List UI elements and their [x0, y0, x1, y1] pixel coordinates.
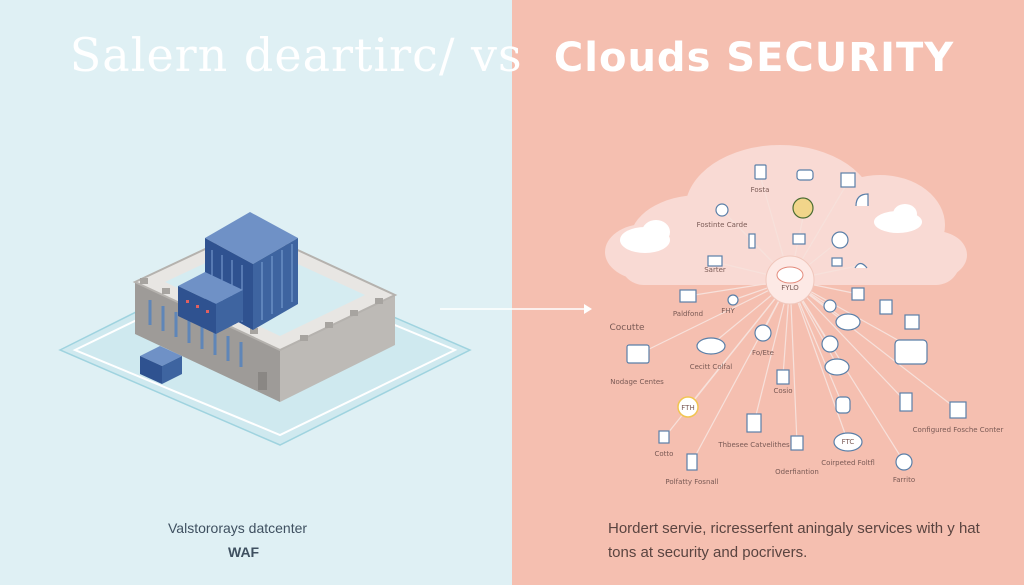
node-label: Cotto	[655, 450, 674, 458]
node-label: FHY	[721, 307, 735, 315]
datacenter-illustration	[58, 212, 472, 446]
gift-icon	[840, 172, 856, 188]
chart-icon	[904, 314, 920, 330]
mail-icon	[792, 233, 806, 245]
side-wall	[280, 295, 395, 402]
node-label: Cocutte	[609, 323, 645, 333]
umbrella-icon	[855, 193, 869, 207]
laptop-icon	[707, 255, 723, 267]
building-icon	[679, 289, 697, 303]
service-labels: Fosta Fostinte Carde Sarter Paldfond FHY…	[609, 186, 1003, 486]
node-label: Polfatty Fosnall	[665, 478, 718, 486]
cloud-icon-3	[833, 432, 863, 452]
waf-label: WAF	[228, 544, 260, 560]
node-label: Thbesee Catvelithes	[717, 441, 790, 449]
globe-icon-2	[831, 231, 849, 249]
cloud-panel	[512, 0, 1024, 585]
lock-icon	[831, 257, 843, 267]
small-cloud-icons	[620, 204, 922, 253]
cloud-upload-icon	[824, 358, 850, 376]
datacenter-caption: Valstororays datcenter	[168, 520, 308, 536]
database-icon	[894, 339, 928, 365]
migration-arrow	[440, 304, 592, 314]
user-icon	[727, 294, 739, 306]
node-label: Fostinte Carde	[697, 221, 748, 229]
car-icon	[796, 169, 814, 181]
server-building-roof	[205, 212, 298, 264]
node-label: Farrito	[893, 476, 915, 484]
node-label: Sarter	[704, 266, 726, 274]
folder-icon	[776, 369, 790, 385]
node-label: Fosta	[751, 186, 770, 194]
usb-icon	[686, 453, 698, 471]
settings-icon	[821, 335, 839, 353]
window-icon	[949, 401, 967, 419]
cloud-caption: Hordert servie, ricresserfent aningaly s…	[608, 520, 980, 561]
cloud-icon	[835, 313, 861, 331]
phone-icon	[658, 430, 670, 444]
tablet-icon	[746, 413, 762, 433]
person-icon	[715, 203, 729, 217]
document-icon	[754, 164, 767, 180]
lightbulb-icon	[823, 299, 837, 313]
title-left: Salern deartirc/ vs	[69, 28, 523, 82]
ftp-node-icon	[677, 396, 699, 418]
server-unit	[140, 356, 162, 384]
node-label: Paldfond	[673, 310, 703, 318]
monitor-icon	[626, 344, 650, 364]
key-icon	[748, 233, 756, 249]
page-title: Salern deartirc/ vs Clouds SECURITY	[0, 28, 1024, 82]
node-label: Coirpeted Foltfl	[821, 459, 875, 467]
wifi-icon	[854, 262, 868, 269]
server-icon	[879, 299, 893, 315]
server-rack-icon	[899, 392, 913, 412]
node-label: FTC	[842, 438, 855, 446]
node-label: FTH	[681, 404, 694, 412]
node-label: Nodage Centes	[610, 378, 664, 386]
cloud-icon-2	[696, 337, 726, 355]
globe-icon	[792, 197, 814, 219]
title-right: Clouds SECURITY	[553, 35, 955, 81]
node-label: Oderfiantion	[775, 468, 819, 476]
gear-icon	[754, 324, 772, 342]
fingerprint-icon	[895, 453, 913, 471]
node-label: Cosio	[773, 387, 792, 395]
node-label: Cecitt Colfal	[690, 363, 733, 371]
storage-icon	[835, 396, 851, 414]
node-label: Configured Fosche Conter	[913, 426, 1004, 434]
central-cloud-hub: FYLO	[765, 255, 815, 305]
camera-icon	[851, 287, 865, 301]
front-wall	[135, 282, 280, 402]
hub-label: FYLO	[781, 284, 799, 292]
node-label: Fo/Ete	[752, 349, 774, 357]
service-nodes	[626, 164, 967, 471]
mobile-icon	[790, 435, 804, 451]
